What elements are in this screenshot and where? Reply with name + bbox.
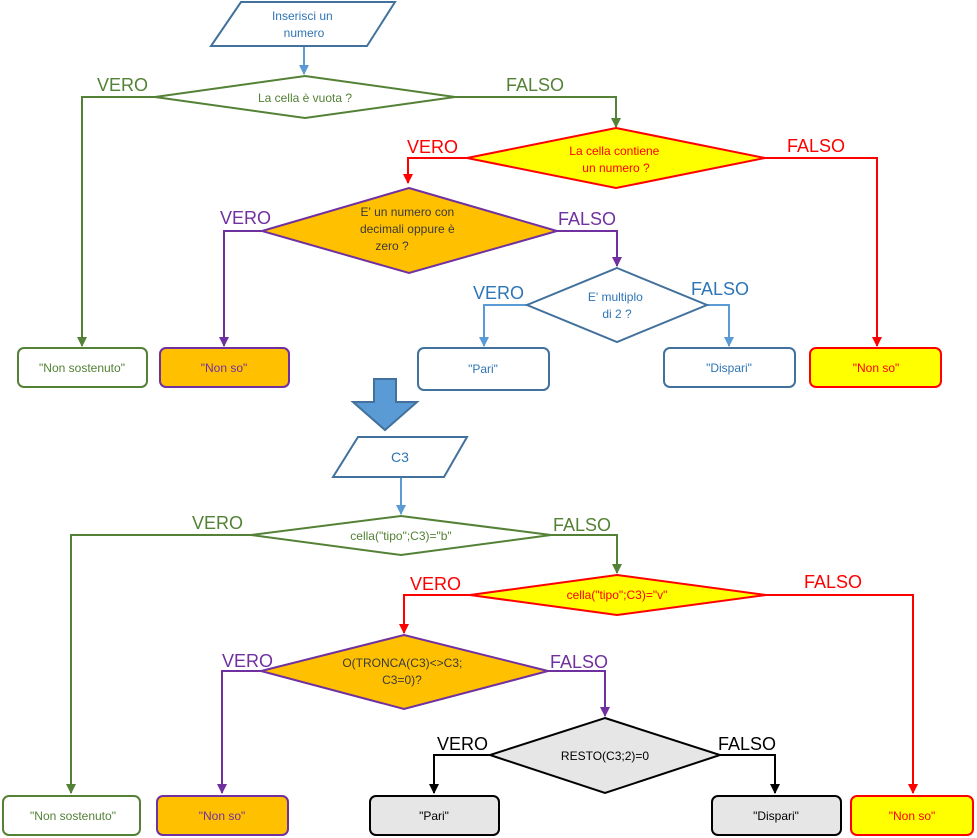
bottom-result-non-sostenuto-box xyxy=(2,795,141,836)
bottom-connector-d1-yes xyxy=(66,534,251,794)
top-decision-multiple-of-2 xyxy=(524,266,710,344)
connector-d4-yes xyxy=(479,304,527,347)
connector-d3-yes xyxy=(219,230,262,347)
svg-text:E' un numero con decimal: E' un numero con decimali oppure è zero … xyxy=(360,205,458,253)
top-input-shape xyxy=(209,0,397,47)
bottom-d2-yes-label: VERO xyxy=(410,574,461,594)
connector-d4-no xyxy=(707,304,734,347)
connector-d1-no xyxy=(455,96,621,128)
top-decision-empty-cell xyxy=(154,74,456,120)
top-decision-decimal-line-2: decimali oppure è xyxy=(360,222,455,236)
bottom-flowchart: C3 cella("tipo";C3)="b" VERO FALSO cella… xyxy=(2,436,974,836)
top-flowchart: Inserisci un numero La cella è vuota ? V… xyxy=(17,0,942,391)
top-d1-yes-label: VERO xyxy=(97,75,148,95)
bottom-decision-type-v-text: cella("tipo";C3)="v" xyxy=(567,588,668,602)
bottom-result-non-so-yellow: "Non so" xyxy=(889,809,936,823)
connector-d3-no xyxy=(557,230,622,267)
bottom-connector-d2-yes xyxy=(399,594,470,634)
bottom-decision-resto-text: RESTO(C3;2)=0 xyxy=(561,749,649,763)
top-result-dispari-box xyxy=(663,347,796,388)
top-d3-no-label: FALSO xyxy=(558,209,616,229)
top-d1-no-label: FALSO xyxy=(506,75,564,95)
bottom-d3-no-label: FALSO xyxy=(550,652,608,672)
top-d4-yes-label: VERO xyxy=(473,283,524,303)
svg-text:La cella è vuota ?: La cella è vuota ? xyxy=(258,91,352,105)
bottom-decision-type-b-text: cella("tipo";C3)="b" xyxy=(350,529,451,543)
bottom-connector-d2-no xyxy=(766,594,918,794)
top-result-non-so-yellow: "Non so" xyxy=(853,361,900,375)
top-d2-no-label: FALSO xyxy=(787,136,845,156)
bottom-connector-d3-no xyxy=(548,670,610,717)
bottom-d1-no-label: FALSO xyxy=(553,515,611,535)
svg-text:O(TRONCA(C3)<>C3; C3=0)?: O(TRONCA(C3)<>C3; C3=0)? xyxy=(342,656,465,687)
top-result-non-sostenuto-box xyxy=(17,347,148,388)
top-input-line-2: numero xyxy=(284,26,325,40)
bottom-input-text: C3 xyxy=(391,449,409,465)
bottom-result-dispari: "Dispari" xyxy=(753,809,799,823)
connector-d1-yes xyxy=(77,96,155,347)
bottom-decision-resto xyxy=(486,716,724,795)
top-decision-multiple-line-2: di 2 ? xyxy=(602,307,632,321)
top-decision-contains-number-line-2: un numero ? xyxy=(582,161,650,175)
top-input-line-1: Inserisci un xyxy=(272,9,333,23)
top-d3-yes-label: VERO xyxy=(220,208,271,228)
top-decision-decimal-line-1: E' un numero con xyxy=(360,205,454,219)
top-decision-decimal-or-zero xyxy=(258,186,561,275)
top-d4-no-label: FALSO xyxy=(691,279,749,299)
svg-text:La cella contiene un num: La cella contiene un numero ? xyxy=(569,144,662,175)
svg-text:RESTO(C3;2)=0: RESTO(C3;2)=0 xyxy=(561,749,649,763)
bottom-decision-tronca xyxy=(257,633,549,711)
bottom-connector-d3-yes xyxy=(217,670,261,794)
big-down-arrow-icon xyxy=(350,378,420,432)
bottom-d1-yes-label: VERO xyxy=(192,513,243,533)
bottom-d4-no-label: FALSO xyxy=(718,734,776,754)
bottom-result-non-sostenuto: "Non sostenuto" xyxy=(30,809,116,823)
top-decision-multiple-line-1: E' multiplo xyxy=(588,290,643,304)
bottom-result-pari-box xyxy=(369,795,500,836)
top-result-pari-box xyxy=(417,347,550,391)
top-decision-contains-number-line-1: La cella contiene xyxy=(569,144,659,158)
bottom-decision-tronca-line-2: C3=0)? xyxy=(382,673,422,687)
bottom-result-pari: "Pari" xyxy=(419,809,449,823)
top-result-non-sostenuto: "Non sostenuto" xyxy=(39,361,125,375)
svg-text:cella("tipo";C3)="b": cella("tipo";C3)="b" xyxy=(350,529,451,543)
svg-text:Inserisci un numero: Inserisci un numero xyxy=(272,9,336,40)
bottom-d2-no-label: FALSO xyxy=(804,572,862,592)
top-decision-decimal-line-3: zero ? xyxy=(375,239,409,253)
top-d2-yes-label: VERO xyxy=(407,137,458,157)
top-result-non-so-yellow-box xyxy=(809,347,942,388)
bottom-decision-tronca-line-1: O(TRONCA(C3)<>C3; xyxy=(342,656,462,670)
top-decision-empty-cell-text: La cella è vuota ? xyxy=(258,91,352,105)
top-result-non-so-orange: "Non so" xyxy=(201,361,248,375)
bottom-result-non-so-orange: "Non so" xyxy=(199,809,246,823)
bottom-connector-d1-no xyxy=(551,534,622,574)
top-decision-contains-number xyxy=(466,126,766,190)
svg-text:cella("tipo";C3)="v": cella("tipo";C3)="v" xyxy=(567,588,668,602)
bottom-decision-type-v xyxy=(469,573,767,617)
connector-d2-yes xyxy=(403,157,467,184)
svg-text:E' multiplo di 2 ?: E' multiplo di 2 ? xyxy=(588,290,646,321)
bottom-result-non-so-orange-box xyxy=(156,795,289,836)
top-result-dispari: "Dispari" xyxy=(706,361,752,375)
bottom-d4-yes-label: VERO xyxy=(437,734,488,754)
top-result-non-so-orange-box xyxy=(159,347,290,388)
bottom-decision-type-b xyxy=(250,514,552,557)
bottom-connector-d4-no xyxy=(720,754,780,794)
bottom-result-dispari-box xyxy=(711,795,842,836)
bottom-d3-yes-label: VERO xyxy=(222,651,273,671)
bottom-connector-d4-yes xyxy=(429,754,490,794)
connector-d2-no xyxy=(765,157,882,347)
bottom-input-shape xyxy=(331,436,469,478)
top-result-pari: "Pari" xyxy=(468,362,498,376)
bottom-result-non-so-yellow-box xyxy=(850,795,974,836)
